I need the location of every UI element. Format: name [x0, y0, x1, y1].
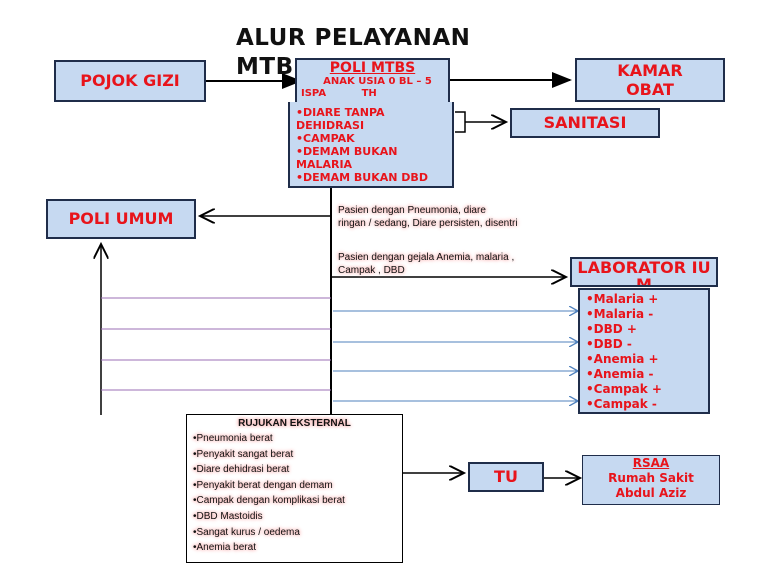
rsaa-header: RSAA [632, 456, 670, 470]
poli-umum-label: POLI UMUM [68, 209, 174, 228]
laboratorium-list-box: •Malaria + •Malaria - •DBD + •DBD - •Ane… [578, 288, 710, 414]
pojok-gizi-label: POJOK GIZI [80, 71, 180, 90]
lab-result-item: •Anemia - [586, 367, 654, 381]
rujukan-item: •Penyakit sangat berat [193, 448, 294, 460]
sanitasi-box: SANITASI [510, 108, 660, 138]
poli-mtbs-item: •DIARE TANPA [296, 106, 446, 119]
rsaa-line1: Rumah Sakit [608, 471, 694, 485]
note-pneumonia-line: Pasien dengan Pneumonia, diare [338, 205, 486, 216]
note-anemia-line: Pasien dengan gejala Anemia, malaria , [338, 252, 515, 263]
rujukan-header: RUJUKAN EKSTERNAL [238, 418, 351, 429]
poli-mtbs-list-box: •DIARE TANPA DEHIDRASI •CAMPAK •DEMAM BU… [288, 102, 454, 188]
lab-result-item: •DBD + [586, 322, 637, 336]
rujukan-item: •DBD Mastoidis [193, 510, 263, 522]
rsaa-line2: Abdul Aziz [615, 486, 687, 500]
item-diare: •DIARE TANPA [296, 106, 385, 119]
kamar-obat-box: KAMAR OBAT [575, 58, 725, 102]
lab-result-item: •Campak - [586, 397, 657, 411]
lab-result-item: •Campak + [586, 382, 662, 396]
lab-result-item: •Malaria + [586, 292, 659, 306]
poli-mtbs-box: POLI MTBS ANAK USIA 0 BL – 5 ISPA TH [295, 58, 450, 102]
rujukan-eksternal-box: RUJUKAN EKSTERNAL •Pneumonia berat •Peny… [186, 414, 403, 563]
note-anemia: Pasien dengan gejala Anemia, malaria , C… [338, 251, 568, 277]
rujukan-item: •Penyakit berat dengan demam [193, 479, 333, 491]
rujukan-item: •Campak dengan komplikasi berat [193, 495, 345, 507]
lab-results-list: •Malaria + •Malaria - •DBD + •DBD - •Ane… [586, 292, 702, 412]
bracket-to-sanitasi [455, 112, 506, 132]
poli-mtbs-item: •CAMPAK [296, 132, 355, 145]
poli-mtbs-item: •DEMAM BUKAN [296, 145, 398, 158]
poli-mtbs-ispa: ISPA [301, 88, 327, 99]
rujukan-list: •Pneumonia berat •Penyakit sangat berat … [193, 431, 396, 556]
poli-umum-box: POLI UMUM [46, 199, 196, 239]
rujukan-item: •Diare dehidrasi berat [193, 464, 290, 476]
poli-mtbs-list: •DIARE TANPA DEHIDRASI •CAMPAK •DEMAM BU… [296, 106, 446, 184]
kamar-obat-label: KAMAR OBAT [617, 61, 683, 99]
rsaa-box: RSAA Rumah Sakit Abdul Aziz [582, 455, 720, 505]
rujukan-item: •Sangat kurus / oedema [193, 526, 300, 538]
poli-mtbs-item: •DEMAM BUKAN DBD [296, 171, 428, 184]
poli-mtbs-subtitle: ANAK USIA 0 BL – 5 [323, 76, 432, 87]
lab-result-item: •Anemia + [586, 352, 659, 366]
tu-box: TU [468, 462, 544, 492]
poli-mtbs-header: POLI MTBS [329, 60, 416, 76]
laboratorium-header-box: LABORATOR IUM [570, 257, 718, 287]
laboratorium-label: LABORATOR IUM [577, 258, 711, 287]
page-title: ALUR PELAYANAN MTB [236, 25, 471, 80]
poli-mtbs-item: DEHIDRASI [296, 119, 365, 132]
poli-mtbs-th: TH [361, 88, 377, 99]
poli-mtbs-subtitle-2: ISPA TH [297, 88, 448, 100]
tu-label: TU [494, 467, 518, 486]
lab-result-item: •Malaria - [586, 307, 654, 321]
lab-result-item: •DBD - [586, 337, 632, 351]
note-anemia-line: Campak , DBD [338, 265, 405, 276]
rujukan-item: •Pneumonia berat [193, 433, 273, 444]
pojok-gizi-box: POJOK GIZI [54, 60, 206, 102]
note-pneumonia-line: ringan / sedang, Diare persisten, disent… [338, 218, 518, 229]
poli-mtbs-item: MALARIA [296, 158, 353, 171]
note-pneumonia: Pasien dengan Pneumonia, diare ringan / … [338, 204, 568, 230]
sanitasi-label: SANITASI [543, 113, 627, 132]
rujukan-item: •Anemia berat [193, 542, 256, 554]
